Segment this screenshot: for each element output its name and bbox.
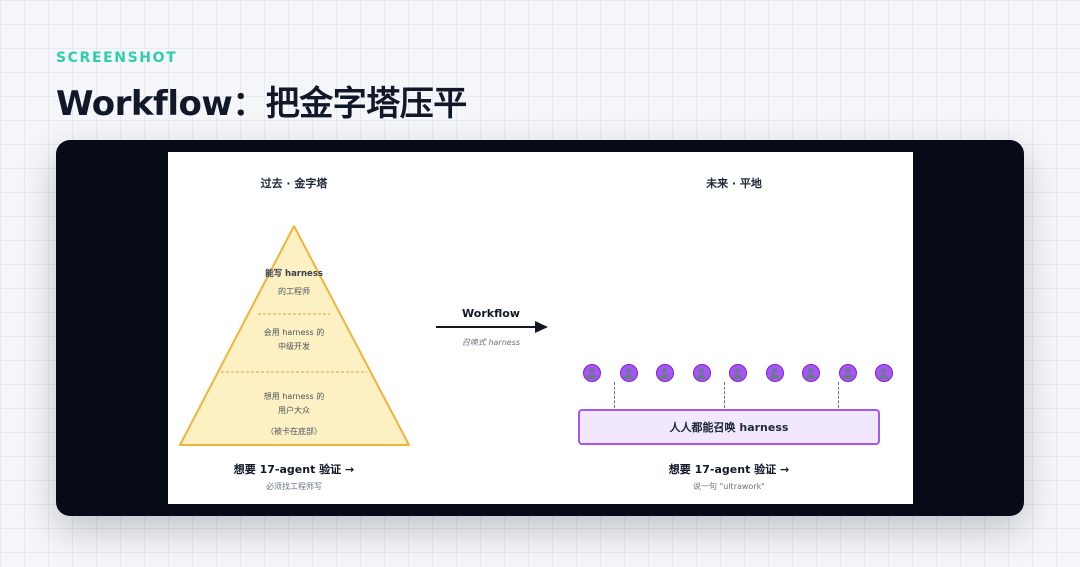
harness-bar: 人人都能召唤 harness bbox=[578, 409, 880, 445]
screenshot-frame: 过去 · 金字塔 能写 harness 的工程师 会用 harness 的 中级… bbox=[56, 140, 1024, 516]
section-eyebrow: SCREENSHOT bbox=[56, 50, 178, 66]
agent-avatar-icon bbox=[875, 364, 893, 382]
workflow-label: Workflow bbox=[462, 307, 520, 320]
agent-avatar-icon bbox=[802, 364, 820, 382]
right-footer-sub: 说一句 "ultrawork" bbox=[693, 482, 765, 491]
workflow-sublabel: 召唤式 harness bbox=[461, 338, 521, 347]
agent-avatar-icon bbox=[839, 364, 857, 382]
pyramid-tier-bottom-line1: 想用 harness 的 bbox=[263, 392, 325, 401]
left-footer-sub: 必须找工程师写 bbox=[266, 482, 322, 491]
pyramid-tier-middle-line2: 中级开发 bbox=[278, 342, 310, 351]
right-footer: 想要 17-agent 验证 → bbox=[668, 463, 790, 476]
agent-avatar-icon bbox=[656, 364, 674, 382]
left-section-title: 过去 · 金字塔 bbox=[260, 177, 328, 190]
agent-avatar-icon bbox=[693, 364, 711, 382]
page-title: Workflow：把金字塔压平 bbox=[56, 84, 467, 124]
right-section-title: 未来 · 平地 bbox=[706, 177, 762, 190]
connector-line bbox=[614, 382, 615, 408]
pyramid-shape bbox=[179, 225, 410, 446]
connector-line bbox=[838, 382, 839, 408]
diagram-canvas: 过去 · 金字塔 能写 harness 的工程师 会用 harness 的 中级… bbox=[168, 152, 913, 504]
pyramid-graphic bbox=[179, 225, 548, 446]
left-footer: 想要 17-agent 验证 → bbox=[233, 463, 355, 476]
agent-avatar-icon bbox=[729, 364, 747, 382]
pyramid-tier-bottom-line2: 用户大众 bbox=[278, 406, 310, 415]
agent-avatar-icon bbox=[583, 364, 601, 382]
pyramid-tier-top-line1: 能写 harness bbox=[265, 269, 323, 279]
connector-line bbox=[724, 382, 725, 408]
agent-avatar-icon bbox=[620, 364, 638, 382]
pyramid-tier-bottom-line3: （被卡在底部） bbox=[266, 427, 322, 436]
pyramid-tier-top-line2: 的工程师 bbox=[278, 287, 310, 296]
workflow-arrow-head bbox=[535, 321, 548, 333]
agent-avatar-icon bbox=[766, 364, 784, 382]
pyramid-tier-middle-line1: 会用 harness 的 bbox=[263, 328, 325, 337]
